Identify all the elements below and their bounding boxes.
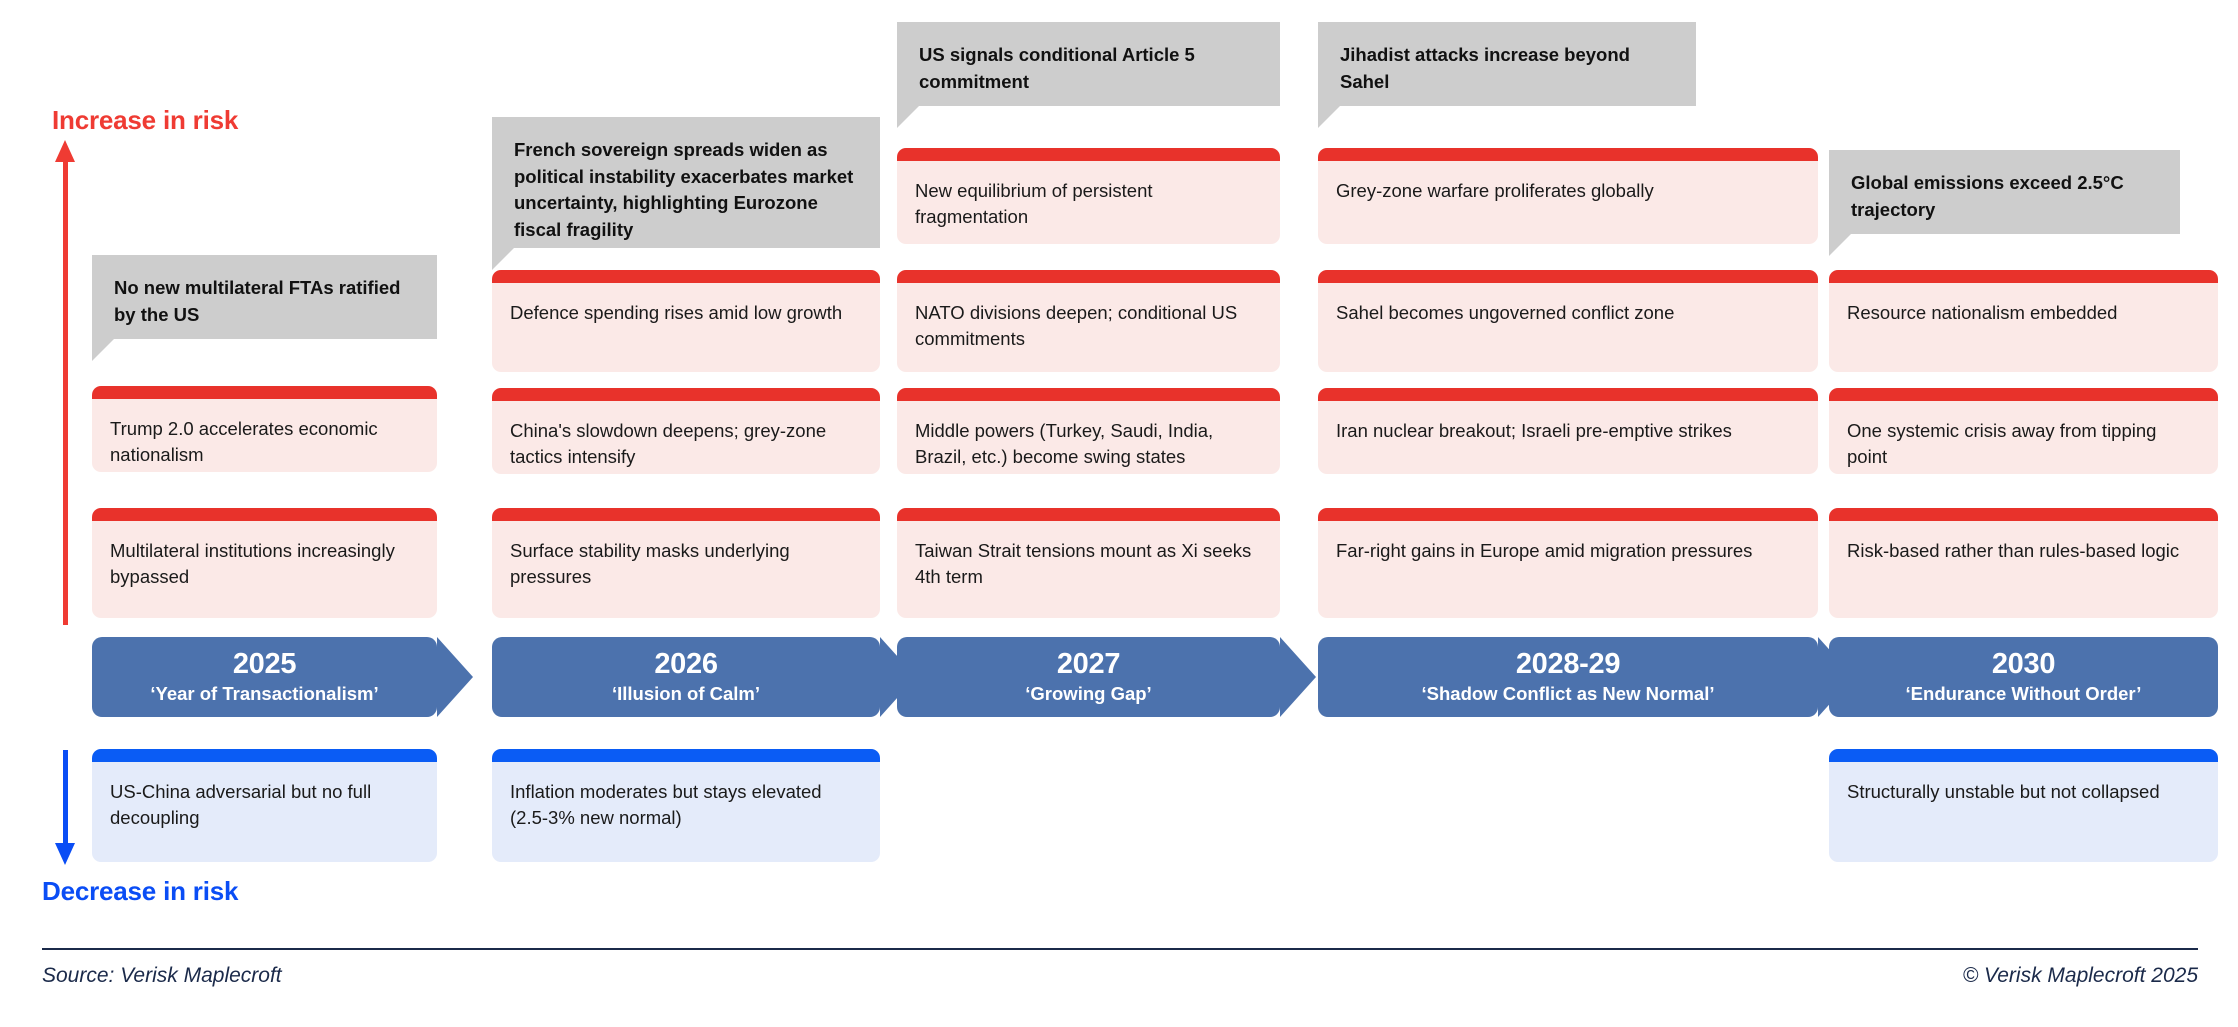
signpost-tail-icon bbox=[1829, 234, 1851, 256]
increase-risk-arrow-icon bbox=[55, 140, 76, 625]
year-chevron-body: 2030 ‘Endurance Without Order’ bbox=[1829, 637, 2218, 717]
year-chevron-body: 2026 ‘Illusion of Calm’ bbox=[492, 637, 880, 717]
risk-card[interactable]: Defence spending rises amid low growth bbox=[492, 270, 880, 372]
risk-card[interactable]: Middle powers (Turkey, Saudi, India, Bra… bbox=[897, 388, 1280, 474]
risk-card[interactable]: Structurally unstable but not collapsed bbox=[1829, 749, 2218, 862]
signpost-2028-29: Jihadist attacks increase beyond Sahel bbox=[1318, 22, 1696, 128]
arrow-head-down-icon bbox=[55, 843, 75, 865]
signpost-tail-icon bbox=[1318, 106, 1340, 128]
risk-up-bar bbox=[897, 148, 1280, 161]
risk-up-bar bbox=[92, 508, 437, 521]
risk-card[interactable]: Far-right gains in Europe amid migration… bbox=[1318, 508, 1818, 618]
signpost-tail-icon bbox=[897, 106, 919, 128]
risk-card[interactable]: Trump 2.0 accelerates economic nationali… bbox=[92, 386, 437, 472]
signpost-2025: No new multilateral FTAs ratified by the… bbox=[92, 255, 437, 361]
risk-up-bar bbox=[492, 508, 880, 521]
risk-card[interactable]: Surface stability masks underlying press… bbox=[492, 508, 880, 618]
risk-down-bar bbox=[492, 749, 880, 762]
year-chevron-body: 2028-29 ‘Shadow Conflict as New Normal’ bbox=[1318, 637, 1818, 717]
risk-down-bar bbox=[1829, 749, 2218, 762]
risk-up-bar bbox=[1318, 388, 1818, 401]
chevron-right-icon bbox=[437, 637, 473, 717]
risk-up-bar bbox=[1829, 388, 2218, 401]
risk-up-bar bbox=[897, 270, 1280, 283]
signpost-tail-icon bbox=[92, 339, 114, 361]
arrow-shaft-up bbox=[63, 162, 68, 625]
decrease-risk-arrow-icon bbox=[55, 750, 76, 865]
signpost-2026: French sovereign spreads widen as politi… bbox=[492, 117, 880, 270]
year-chevron-2025[interactable]: 2025 ‘Year of Transactionalism’ bbox=[92, 637, 473, 717]
signpost-tail-icon bbox=[492, 248, 514, 270]
year-chevron-2028-29[interactable]: 2028-29 ‘Shadow Conflict as New Normal’ bbox=[1318, 637, 1854, 717]
copyright-note: © Verisk Maplecroft 2025 bbox=[1962, 964, 2198, 987]
year-chevron-2027[interactable]: 2027 ‘Growing Gap’ bbox=[897, 637, 1316, 717]
arrow-head-up-icon bbox=[55, 140, 75, 162]
risk-card[interactable]: New equilibrium of persistent fragmentat… bbox=[897, 148, 1280, 244]
signpost-2030: Global emissions exceed 2.5°C trajectory bbox=[1829, 150, 2180, 256]
risk-up-bar bbox=[1318, 148, 1818, 161]
risk-card[interactable]: One systemic crisis away from tipping po… bbox=[1829, 388, 2218, 474]
risk-up-bar bbox=[492, 388, 880, 401]
footer-divider bbox=[42, 948, 2198, 950]
signpost-2027: US signals conditional Article 5 commitm… bbox=[897, 22, 1280, 128]
risk-card[interactable]: Sahel becomes ungoverned conflict zone bbox=[1318, 270, 1818, 372]
risk-card[interactable]: Risk-based rather than rules-based logic bbox=[1829, 508, 2218, 618]
risk-up-bar bbox=[1318, 508, 1818, 521]
decrease-in-risk-label: Decrease in risk bbox=[42, 876, 239, 906]
year-chevron-body: 2025 ‘Year of Transactionalism’ bbox=[92, 637, 437, 717]
risk-down-bar bbox=[92, 749, 437, 762]
year-chevron-body: 2027 ‘Growing Gap’ bbox=[897, 637, 1280, 717]
risk-card[interactable]: Inflation moderates but stays elevated (… bbox=[492, 749, 880, 862]
risk-card[interactable]: US-China adversarial but no full decoupl… bbox=[92, 749, 437, 862]
risk-card[interactable]: Resource nationalism embedded bbox=[1829, 270, 2218, 372]
risk-up-bar bbox=[1318, 270, 1818, 283]
year-chevron-2030[interactable]: 2030 ‘Endurance Without Order’ bbox=[1829, 637, 2218, 717]
arrow-shaft-down bbox=[63, 750, 68, 843]
year-chevron-2026[interactable]: 2026 ‘Illusion of Calm’ bbox=[492, 637, 916, 717]
risk-up-bar bbox=[897, 508, 1280, 521]
risk-up-bar bbox=[1829, 270, 2218, 283]
risk-card[interactable]: China's slowdown deepens; grey-zone tact… bbox=[492, 388, 880, 474]
risk-card[interactable]: Iran nuclear breakout; Israeli pre-empti… bbox=[1318, 388, 1818, 474]
risk-card[interactable]: Multilateral institutions increasingly b… bbox=[92, 508, 437, 618]
risk-card[interactable]: NATO divisions deepen; conditional US co… bbox=[897, 270, 1280, 372]
chevron-right-icon bbox=[1280, 637, 1316, 717]
risk-up-bar bbox=[897, 388, 1280, 401]
risk-up-bar bbox=[492, 270, 880, 283]
risk-up-bar bbox=[92, 386, 437, 399]
risk-up-bar bbox=[1829, 508, 2218, 521]
source-note: Source: Verisk Maplecroft bbox=[42, 964, 282, 987]
increase-in-risk-label: Increase in risk bbox=[52, 105, 239, 135]
risk-card[interactable]: Grey-zone warfare proliferates globally bbox=[1318, 148, 1818, 244]
risk-card[interactable]: Taiwan Strait tensions mount as Xi seeks… bbox=[897, 508, 1280, 618]
